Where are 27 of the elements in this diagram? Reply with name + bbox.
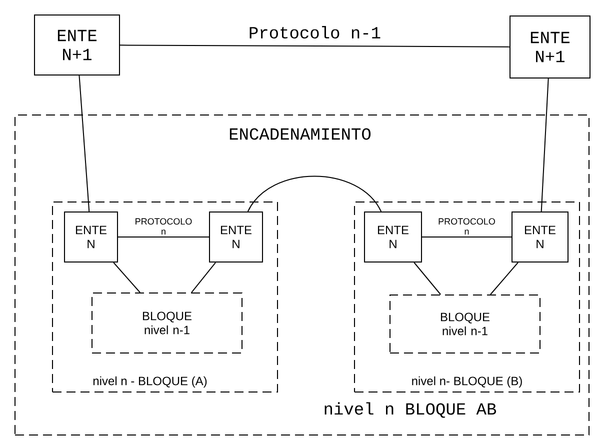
edge-label: PROTOCOLO n <box>436 217 498 236</box>
group-box <box>354 202 580 392</box>
entity-box: ENTE N <box>64 212 118 262</box>
connector-line <box>190 262 216 293</box>
entity-box: ENTE N <box>364 212 422 262</box>
connector-line <box>540 78 549 212</box>
entity-box: ENTE N <box>512 212 568 262</box>
group-box <box>14 114 590 436</box>
block-box: BLOQUE nivel n-1 <box>390 294 540 354</box>
block-box: BLOQUE nivel n-1 <box>92 292 242 354</box>
edge-label: Protocolo n-1 <box>247 25 382 40</box>
edge-label: PROTOCOLO n <box>132 217 194 236</box>
box-heading: ENCADENAMIENTO <box>230 128 371 140</box>
connector-line <box>120 44 510 48</box>
connector-line <box>113 262 141 293</box>
entity-box: ENTE N <box>209 212 263 262</box>
connector-line <box>78 75 90 212</box>
connector-line <box>414 262 442 295</box>
entity-box: ENTE N+1 <box>34 14 120 76</box>
connector-line <box>118 236 210 238</box>
box-caption: nivel n BLOQUE AB <box>324 402 496 418</box>
box-caption: nivel n- BLOQUE (B) <box>412 376 522 388</box>
connector-line <box>422 236 512 238</box>
connector-line <box>490 262 519 295</box>
entity-box: ENTE N+1 <box>510 16 590 78</box>
box-caption: nivel n - BLOQUE (A) <box>93 376 207 388</box>
group-box <box>52 202 278 392</box>
